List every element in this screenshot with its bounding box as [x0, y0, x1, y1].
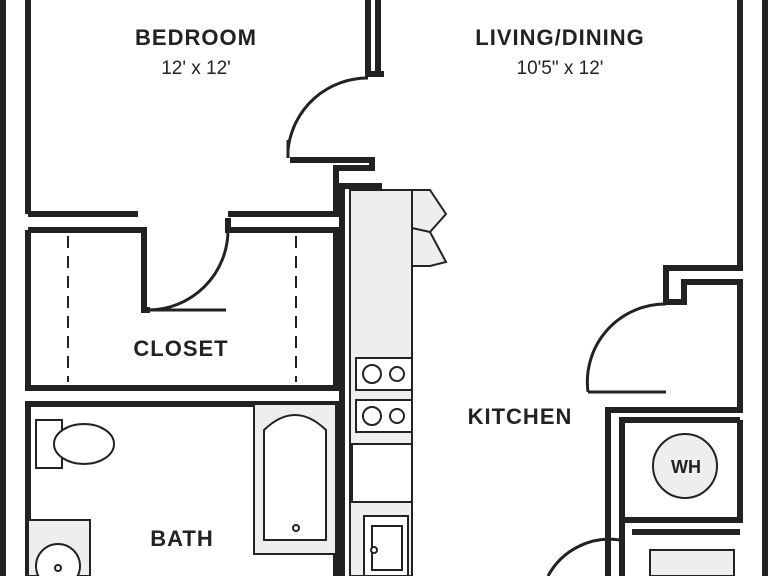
burner-2 — [389, 366, 405, 382]
bath-vanity — [27, 519, 91, 576]
bedroom-door-arc — [286, 76, 369, 151]
kitchen-right-wall — [605, 0, 743, 576]
vanity-drain — [54, 564, 62, 572]
vanity-sink — [35, 543, 81, 576]
toilet — [35, 419, 115, 469]
washer-dryer — [649, 549, 735, 576]
burner-1 — [362, 364, 382, 384]
water-heater-label: WH — [671, 457, 701, 477]
bathtub-basin — [263, 414, 327, 541]
kitchen-label: KITCHEN — [468, 404, 573, 429]
kitchen-walls — [339, 0, 743, 576]
bathtub-drain — [292, 524, 300, 532]
closet-outline — [25, 218, 339, 391]
bath-label: BATH — [150, 526, 213, 551]
lower-door-arc — [546, 537, 621, 576]
bedroom-walls — [25, 0, 384, 217]
toilet-bowl — [53, 423, 115, 465]
living-dining-dimensions: 10'5" x 12' — [517, 58, 604, 79]
bedroom-dimensions: 12' x 12' — [161, 58, 231, 79]
fridge — [411, 189, 448, 267]
living-dining-label: LIVING/DINING — [475, 25, 644, 50]
kitchen-faucet — [370, 546, 378, 554]
dishwasher — [351, 443, 413, 503]
kitchen-left-wall — [339, 183, 382, 576]
closet-door — [146, 229, 230, 312]
water-heater — [652, 433, 718, 499]
bedroom-bottom-wall-right — [228, 157, 375, 217]
bedroom-door — [286, 76, 369, 158]
closet-shelves — [67, 236, 297, 382]
bedroom-label: BEDROOM — [135, 25, 257, 50]
closet-label: CLOSET — [133, 336, 228, 361]
fridge-door-split — [411, 227, 431, 233]
bathtub — [253, 403, 337, 555]
closet-door-arc — [147, 229, 230, 312]
lower-door — [546, 537, 621, 576]
bedroom-right-wall-inner — [365, 0, 384, 77]
kitchen-counter — [349, 189, 448, 576]
burner-4 — [389, 408, 405, 424]
kitchen-door — [585, 302, 667, 394]
burner-3 — [362, 406, 382, 426]
kitchen-door-arc — [585, 302, 667, 393]
